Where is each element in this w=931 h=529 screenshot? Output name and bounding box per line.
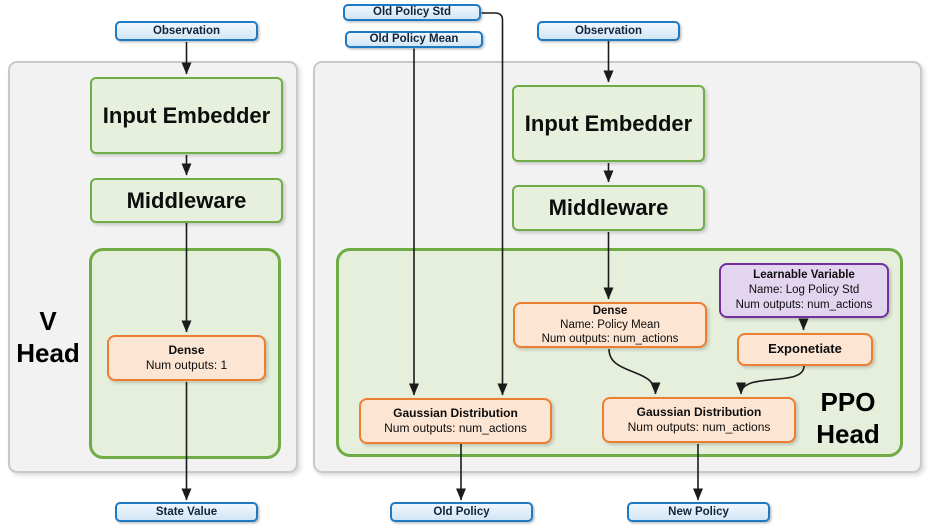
old-policy-std-node: Old Policy Std [343, 4, 481, 21]
dense-name-ppo: Name: Policy Mean [560, 319, 660, 331]
ppo-head-label-line2: Head [816, 419, 880, 449]
state-value-label: State Value [155, 505, 218, 518]
old-policy-std-label: Old Policy Std [373, 6, 451, 19]
arrow-exponetiate-to-gaussian-new [736, 365, 805, 395]
gaussian-new-title: Gaussian Distribution [636, 405, 762, 419]
gaussian-old-num-outputs: Num outputs: num_actions [384, 421, 527, 435]
learnable-variable-num-outputs: Num outputs: num_actions [735, 298, 873, 311]
arrow-dense-to-gaussian-new [608, 348, 661, 395]
dense-node-v: Dense Num outputs: 1 [107, 335, 266, 381]
learnable-variable-title: Learnable Variable [753, 269, 855, 282]
dense-title-ppo: Dense [592, 304, 628, 317]
old-policy-label: Old Policy [433, 505, 490, 518]
learnable-variable-name: Name: Log Policy Std [748, 284, 860, 297]
gaussian-new-num-outputs: Num outputs: num_actions [627, 420, 771, 434]
observation-node-v: Observation [115, 21, 258, 41]
exponetiate-label: Exponetiate [768, 341, 842, 357]
ppo-head-label: PPO Head [803, 387, 893, 450]
state-value-node: State Value [115, 502, 258, 522]
dense-num-outputs-v: Num outputs: 1 [145, 358, 228, 372]
gaussian-distribution-old-node: Gaussian Distribution Num outputs: num_a… [359, 398, 552, 444]
v-head-label: V Head [10, 303, 86, 373]
learnable-variable-node: Learnable Variable Name: Log Policy Std … [719, 263, 889, 318]
dense-title-v: Dense [168, 343, 205, 357]
v-head-label-line2: Head [16, 338, 80, 368]
arrow-old-policy-std-to-gaussian-old [481, 12, 508, 396]
dense-policy-mean-node: Dense Name: Policy Mean Num outputs: num… [513, 302, 707, 348]
v-head-label-line1: V [39, 306, 57, 337]
gaussian-distribution-new-node: Gaussian Distribution Num outputs: num_a… [602, 397, 796, 443]
middleware-node-ppo: Middleware [512, 185, 705, 231]
old-policy-mean-node: Old Policy Mean [345, 31, 483, 48]
middleware-label-ppo: Middleware [548, 195, 669, 221]
observation-label-v: Observation [152, 24, 221, 37]
input-embedder-node-v: Input Embedder [90, 77, 283, 154]
new-policy-node: New Policy [627, 502, 770, 522]
input-embedder-label-ppo: Input Embedder [524, 110, 693, 136]
middleware-label-v: Middleware [126, 187, 247, 213]
input-embedder-label-v: Input Embedder [102, 102, 271, 128]
new-policy-label: New Policy [668, 505, 729, 518]
observation-label-ppo: Observation [574, 24, 643, 37]
dense-num-outputs-ppo: Num outputs: num_actions [541, 333, 679, 346]
ppo-head-label-line1: PPO [820, 387, 876, 418]
middleware-node-v: Middleware [90, 178, 283, 223]
input-embedder-node-ppo: Input Embedder [512, 85, 705, 162]
old-policy-mean-label: Old Policy Mean [369, 33, 459, 46]
observation-node-ppo: Observation [537, 21, 680, 41]
exponetiate-node: Exponetiate [737, 333, 873, 366]
old-policy-node: Old Policy [390, 502, 533, 522]
gaussian-old-title: Gaussian Distribution [393, 406, 518, 420]
